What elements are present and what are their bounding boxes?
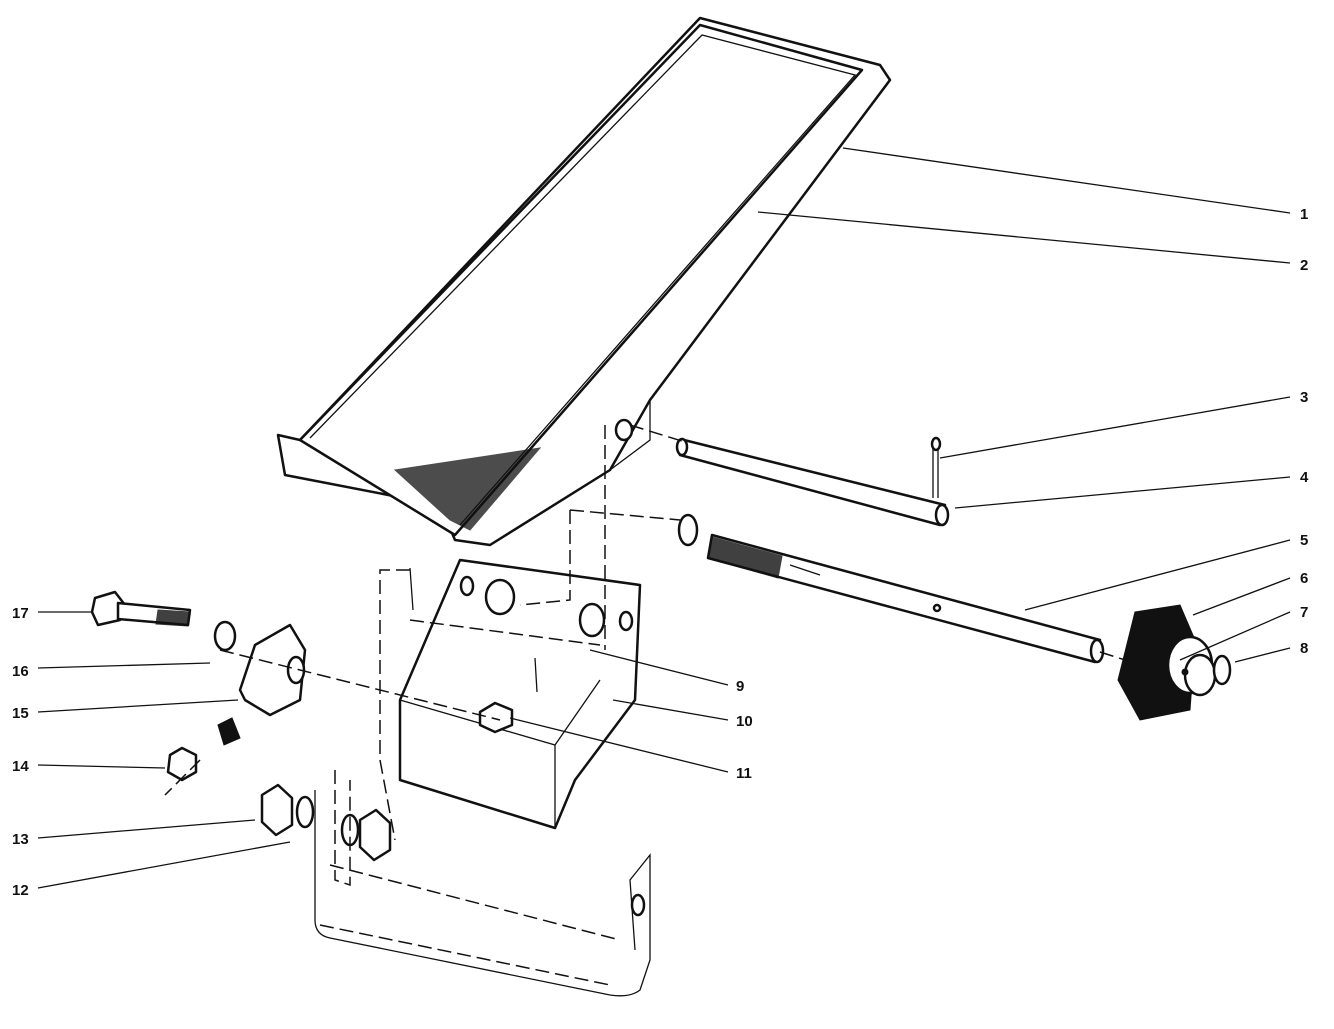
callout-7: 7	[1300, 604, 1308, 621]
callout-labels: 1 2 3 4 5 6 7 8 9 10 11 12 13 14 15 16 1…	[12, 206, 1309, 899]
pivot-pin	[675, 436, 950, 527]
callout-1: 1	[1300, 206, 1308, 223]
callout-10: 10	[736, 713, 753, 730]
shaft	[677, 513, 1105, 664]
assembly-lines	[164, 424, 1126, 841]
callout-17: 17	[12, 605, 29, 622]
callout-4: 4	[1300, 469, 1309, 486]
lower-bracket	[314, 770, 651, 997]
roller	[1117, 604, 1232, 721]
callout-11: 11	[736, 765, 752, 782]
callout-8: 8	[1300, 640, 1308, 657]
callout-5: 5	[1300, 532, 1308, 549]
callout-3: 3	[1300, 389, 1308, 406]
callout-12: 12	[12, 882, 29, 899]
callout-2: 2	[1300, 257, 1308, 274]
nuts-washers	[260, 783, 392, 862]
rod-end	[90, 590, 307, 782]
callout-14: 14	[12, 758, 29, 775]
bracket	[398, 558, 642, 830]
callout-6: 6	[1300, 570, 1308, 587]
callout-9: 9	[736, 678, 744, 695]
callout-16: 16	[12, 663, 29, 680]
callout-13: 13	[12, 831, 29, 848]
pedal	[276, 16, 892, 547]
callout-15: 15	[12, 705, 29, 722]
leader-lines	[37, 147, 1291, 889]
